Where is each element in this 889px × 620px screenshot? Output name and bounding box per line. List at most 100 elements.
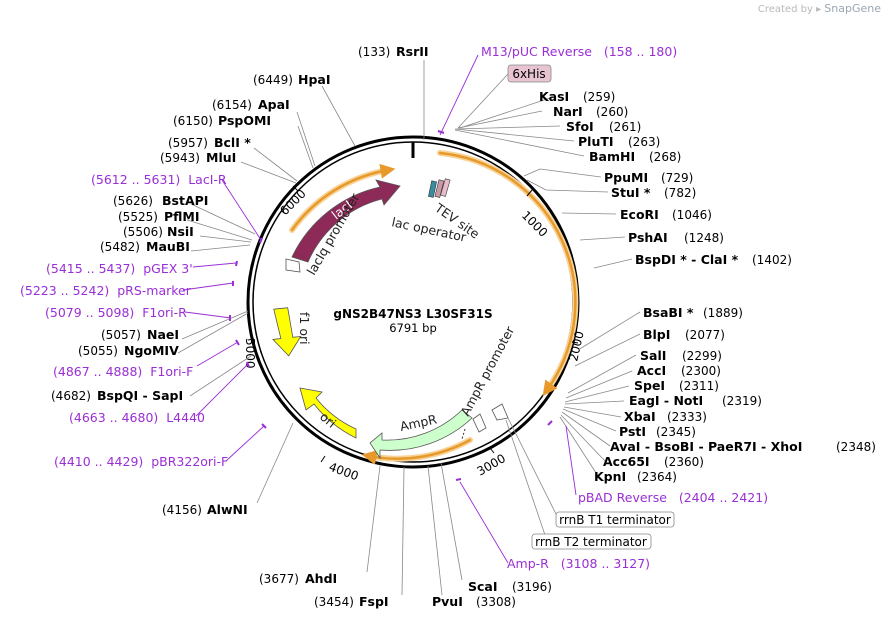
primer-laci-r[interactable]: (5612 .. 5631) LacI-R <box>91 172 227 187</box>
site-bsabi-pos: (1889) <box>703 306 743 320</box>
rrnb-t2-box <box>531 533 652 550</box>
site-blpi-pos: (2077) <box>685 328 725 342</box>
site-spei-name[interactable]: SpeI <box>634 378 665 393</box>
site-avai-name[interactable]: AvaI - BsoBI - PaeR7I - XhoI <box>610 439 802 454</box>
site-acci-pos: (2300) <box>681 364 721 378</box>
site-ppumi-name[interactable]: PpuMI <box>604 170 648 185</box>
site-fspi-name[interactable]: FspI <box>359 594 389 609</box>
site-ahdi-name[interactable]: AhdI <box>305 571 337 586</box>
laciq-promoter-feature[interactable] <box>285 258 301 273</box>
primer-l4440[interactable]: (4663 .. 4680) L4440 <box>69 410 205 425</box>
site-alwni-name[interactable]: AlwNI <box>207 502 248 517</box>
site-maubi-name[interactable]: MauBI <box>146 239 190 254</box>
plasmid-size: 6791 bp <box>389 321 437 335</box>
primer-amp-r[interactable]: Amp-R (3108 .. 3127) <box>507 556 650 571</box>
primer-f1ori-r[interactable]: (5079 .. 5098) F1ori-R <box>45 305 187 320</box>
rrnb-t1-box <box>555 511 675 528</box>
site-kasi-name[interactable]: KasI <box>539 89 569 104</box>
orange-feature-arcs <box>289 150 579 465</box>
site-blpi-name[interactable]: BlpI <box>643 327 670 342</box>
f1-ori-label: f1 ori <box>297 312 312 345</box>
lac-operator-feature[interactable] <box>428 180 437 198</box>
primer-f1ori-f[interactable]: (4867 .. 4888) F1ori-F <box>53 364 193 379</box>
ampr-promoter-feature[interactable] <box>472 413 487 433</box>
site-nari-name[interactable]: NarI <box>553 104 583 119</box>
tev-site-feature[interactable] <box>434 179 445 198</box>
f1-ori-feature[interactable] <box>270 307 303 358</box>
site-acci-name[interactable]: AccI <box>637 363 666 378</box>
site-apai-pos: (6154) <box>212 98 252 112</box>
site-bstapi-name[interactable]: BstAPI <box>162 193 208 208</box>
site-bsabi-name[interactable]: BsaBI * <box>643 305 694 320</box>
site-ahdi-pos: (3677) <box>259 572 299 586</box>
site-ngomiv-pos: (5055) <box>78 344 118 358</box>
his-tag-feature[interactable] <box>440 178 451 197</box>
site-bamhi-name[interactable]: BamHI <box>589 149 635 164</box>
site-hpai-pos: (6449) <box>253 73 293 87</box>
site-psti-pos: (2345) <box>656 425 696 439</box>
site-bspqi-name[interactable]: BspQI - SapI <box>97 388 183 403</box>
site-naei-name[interactable]: NaeI <box>147 327 179 342</box>
tick-2000: 2000 <box>566 330 587 363</box>
brand-watermark: Created by ▸ SnapGene <box>758 2 881 15</box>
site-pluti-name[interactable]: PluTI <box>578 134 614 149</box>
primer-m13-puc-reverse[interactable]: M13/pUC Reverse (158 .. 180) <box>481 44 677 59</box>
primer-pgex-3[interactable]: (5415 .. 5437) pGEX 3' <box>46 261 193 276</box>
site-bspdi-pos: (1402) <box>752 253 792 267</box>
ampr-feature[interactable] <box>369 409 473 460</box>
site-kpni-name[interactable]: KpnI <box>594 469 626 484</box>
his-tag-box <box>507 64 552 83</box>
primer-pbr322ori-f[interactable]: (4410 .. 4429) pBR322ori-F <box>54 454 228 469</box>
site-ecori-name[interactable]: EcoRI <box>620 207 659 222</box>
primer-prs-marker[interactable]: (5223 .. 5242) pRS-marker <box>20 283 192 298</box>
site-xbai-name[interactable]: XbaI <box>624 409 656 424</box>
site-eagi-pos: (2319) <box>722 394 762 408</box>
rrnb-t2-label[interactable]: rrnB T2 terminator <box>535 535 647 549</box>
site-pspomi-name[interactable]: PspOMI <box>218 113 271 128</box>
site-ecori-pos: (1046) <box>672 208 712 222</box>
site-maubi-pos: (5482) <box>100 240 140 254</box>
site-scai-name[interactable]: ScaI <box>468 579 498 594</box>
site-sali-name[interactable]: SalI <box>640 348 666 363</box>
site-acc65i-name[interactable]: Acc65I <box>603 454 650 469</box>
site-stui-name[interactable]: StuI * <box>611 185 651 200</box>
site-scai-pos: (3196) <box>512 580 552 594</box>
site-stui-pos: (782) <box>664 186 696 200</box>
tick-5000: 5000 <box>243 338 257 369</box>
site-naei-pos: (5057) <box>101 328 141 342</box>
laci-feature[interactable] <box>291 179 401 263</box>
site-pshai-pos: (1248) <box>684 231 724 245</box>
site-rsrii-name[interactable]: RsrII <box>396 44 429 59</box>
site-bamhi-pos: (268) <box>649 150 681 164</box>
right-site-labels: PvuI (3308) ScaI (3196) KasI (259) NarI … <box>432 89 876 609</box>
site-bcli-name[interactable]: BclI * <box>214 135 251 150</box>
site-ngomiv-name[interactable]: NgoMIV <box>124 343 179 358</box>
site-pvui-pos: (3308) <box>476 595 516 609</box>
site-alwni-pos: (4156) <box>162 503 202 517</box>
primer-connector-lines <box>182 54 577 564</box>
site-mlui-name[interactable]: MluI <box>206 150 236 165</box>
rrnb-t1-label[interactable]: rrnB T1 terminator <box>559 513 671 527</box>
site-pflmi-name[interactable]: PflMI <box>164 209 200 224</box>
site-bcli-pos: (5957) <box>168 136 208 150</box>
site-xbai-pos: (2333) <box>667 410 707 424</box>
primer-pbad-reverse[interactable]: pBAD Reverse (2404 .. 2421) <box>578 490 768 505</box>
site-hpai-name[interactable]: HpaI <box>298 72 331 87</box>
site-nari-pos: (260) <box>596 105 628 119</box>
site-nsii-name[interactable]: NsiI <box>167 224 194 239</box>
site-apai-name[interactable]: ApaI <box>258 97 290 112</box>
site-pvui-name[interactable]: PvuI <box>432 594 463 609</box>
site-psti-name[interactable]: PstI <box>619 424 646 439</box>
his-tag-label[interactable]: 6xHis <box>512 67 545 81</box>
site-spei-pos: (2311) <box>679 379 719 393</box>
rrnb-terminator-shape[interactable] <box>491 403 509 421</box>
site-bspdi-name[interactable]: BspDI * - ClaI * <box>635 252 739 267</box>
site-eagi-name[interactable]: EagI - NotI <box>629 393 703 408</box>
site-sali-pos: (2299) <box>682 349 722 363</box>
brand-name: SnapGene <box>824 2 881 15</box>
site-pshai-name[interactable]: PshAI <box>628 230 668 245</box>
site-sfoi-name[interactable]: SfoI <box>566 119 594 134</box>
ori-feature[interactable] <box>299 387 357 439</box>
site-bstapi-pos: (5626) <box>113 194 153 208</box>
